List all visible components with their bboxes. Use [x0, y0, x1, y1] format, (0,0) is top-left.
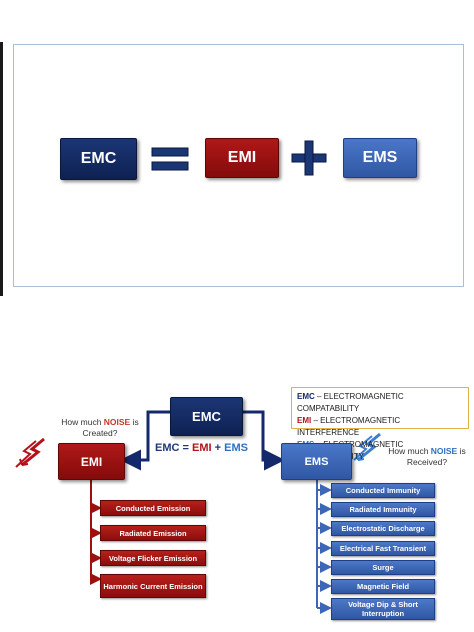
emission-item: Voltage Flicker Emission: [100, 550, 206, 566]
plus-sign: [290, 139, 328, 177]
lightning-left-icon: [15, 437, 45, 468]
emi-node-label: EMI: [80, 454, 103, 469]
equals-sign: [150, 145, 190, 173]
legend-emc: EMC – ELECTROMAGNETIC COMPATABILITY: [297, 392, 404, 413]
immunity-item: Magnetic Field: [331, 579, 435, 594]
emc-formula: EMC = EMI + EMS: [155, 442, 248, 454]
emc-box: EMC: [60, 138, 137, 180]
question-created: How much NOISE is Created?: [61, 417, 139, 438]
emission-item: Radiated Emission: [100, 525, 206, 541]
emi-node: EMI: [58, 443, 125, 480]
immunity-item: Radiated Immunity: [331, 502, 435, 517]
emission-item: Conducted Emission: [100, 500, 206, 516]
ems-label: EMS: [362, 149, 398, 166]
emc-node-label: EMC: [192, 409, 221, 424]
emi-label: EMI: [227, 149, 257, 166]
emc-node: EMC: [170, 397, 243, 436]
ems-node: EMS: [281, 443, 352, 480]
immunity-item: Surge: [331, 560, 435, 575]
acronym-legend: EMC – ELECTROMAGNETIC COMPATABILITY EMI …: [291, 387, 469, 461]
emission-item: Harmonic Current Emission: [100, 574, 206, 598]
immunity-item: Electrical Fast Transient: [331, 541, 435, 556]
immunity-item: Electrostatic Discharge: [331, 521, 435, 536]
emi-box: EMI: [205, 138, 279, 178]
immunity-item: Conducted Immunity: [331, 483, 435, 498]
ems-node-label: EMS: [304, 455, 329, 468]
legend-emi: EMI – ELECTROMAGNETIC INTERFERENCE: [297, 416, 401, 437]
question-received: How much NOISE is Received?: [388, 446, 466, 467]
lightning-right-icon: [353, 432, 381, 462]
left-edge-bar: [0, 42, 3, 296]
immunity-item: Voltage Dip & Short Interruption: [331, 598, 435, 620]
ems-box: EMS: [343, 138, 417, 178]
emc-label: EMC: [80, 150, 117, 167]
diagram-connectors: [90, 410, 332, 614]
